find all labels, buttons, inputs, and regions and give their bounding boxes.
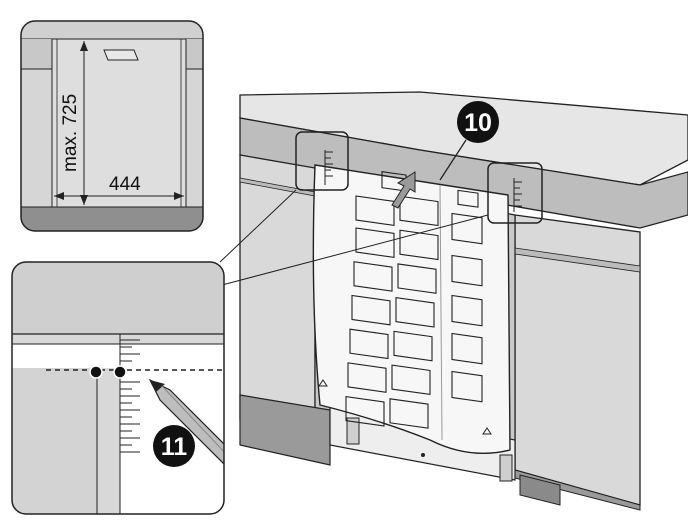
width-dimension-label: 444 [109, 174, 141, 195]
pencil-icon [148, 378, 224, 481]
mark-dot-left [89, 365, 103, 379]
up-right-arrow-icon [391, 171, 416, 209]
step-11-badge: 11 [153, 425, 195, 467]
main-scene: 10 [239, 91, 688, 511]
callout-box-right [487, 162, 543, 224]
paper-template [312, 164, 511, 454]
left-ruler-marks [324, 150, 333, 185]
right-ruler-marks [513, 178, 522, 212]
step-11-number: 11 [161, 433, 188, 461]
right-cabinet [499, 211, 641, 511]
dimension-inset: max. 725 444 [20, 20, 204, 232]
zoom-panel: 11 [11, 261, 225, 515]
callout-box-left [295, 131, 349, 191]
height-dimension-label: max. 725 [60, 94, 81, 172]
zoom-connector-right [221, 214, 489, 286]
step-10-leader [439, 139, 467, 181]
step-10-number: 10 [464, 109, 492, 137]
zoom-connector-top [219, 189, 297, 263]
step-10-badge: 10 [457, 101, 499, 143]
mark-dot-right [113, 365, 127, 379]
zoom-ruler [120, 339, 140, 453]
template-grid [345, 171, 483, 429]
